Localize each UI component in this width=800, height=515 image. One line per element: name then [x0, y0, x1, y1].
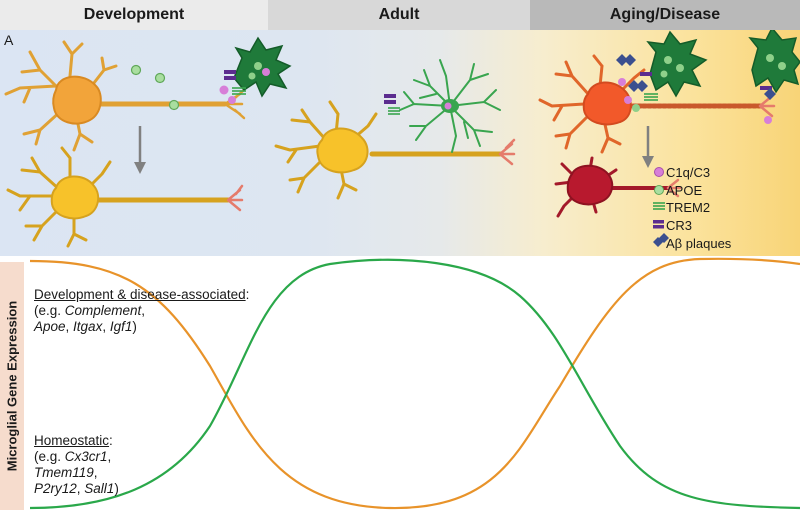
- development-neuron-bottom: [6, 146, 244, 248]
- aging-microglia-left: [624, 30, 708, 112]
- homeostatic-eg: (e.g.: [34, 449, 65, 464]
- legend-trem2: TREM2: [666, 200, 711, 215]
- trem2-receptor: [232, 87, 246, 95]
- legend-apoe: APOE: [666, 183, 703, 198]
- c1q-c3-dot: [219, 85, 229, 95]
- panel-a-illustration: [4, 30, 800, 248]
- development-disease-colon: :: [245, 287, 250, 302]
- stage-adult-header: Adult: [268, 0, 530, 30]
- homeostatic-series-name: Homeostatic: [34, 433, 110, 448]
- c1q-c3-dot: [624, 96, 632, 104]
- cr3-receptor: [224, 70, 236, 74]
- apoe-dot: [154, 72, 166, 84]
- development-neuron-top: [4, 40, 246, 152]
- trem2-receptor: [388, 107, 400, 115]
- abeta-plaque: [764, 88, 776, 100]
- development-arrow: [134, 126, 146, 174]
- apoe-dot: [632, 104, 640, 112]
- development-apoe-dots: [130, 64, 180, 111]
- adult-microglia: [384, 59, 501, 153]
- development-disease-eg: (e.g.: [34, 303, 65, 318]
- legend-symbols: [653, 167, 669, 247]
- aging-microglia-right: [748, 30, 800, 124]
- gene-cx3cr1: Cx3cr1: [64, 449, 108, 464]
- gene-complement: Complement: [64, 303, 142, 318]
- cr3-receptor: [640, 72, 652, 76]
- stage-aging-disease-header: Aging/Disease: [530, 0, 800, 30]
- legend-c1q-c3: C1q/C3: [666, 165, 711, 180]
- stage-development-title: Development: [83, 6, 185, 23]
- homeostatic-close: ): [114, 481, 119, 496]
- adult-neuron: [274, 100, 516, 200]
- panel-a-label: A: [4, 32, 14, 48]
- gene-apoe: Apoe: [34, 319, 66, 334]
- stage-aging-disease-title: Aging/Disease: [609, 6, 721, 23]
- abeta-plaques-legend-icon: [653, 233, 669, 247]
- homeostatic-curve: [29, 258, 800, 510]
- cr3-legend-icon: [653, 220, 664, 229]
- gene-itgax: Itgax: [73, 319, 103, 334]
- cr3-receptor: [384, 94, 396, 98]
- legend-abeta-plaques: Aβ plaques: [666, 236, 732, 251]
- legend-cr3: CR3: [666, 218, 693, 233]
- cr3-receptor: [384, 100, 396, 104]
- aging-arrow: [642, 126, 654, 168]
- cr3-receptor: [224, 76, 236, 80]
- aging-plaques: [616, 54, 636, 86]
- trem2-legend-icon: [653, 202, 665, 210]
- stage-development-header: Development: [0, 0, 269, 30]
- abeta-plaque: [628, 80, 648, 92]
- apoe-legend-icon: [654, 185, 664, 195]
- development-disease-legend: Development & disease-associated: (e.g. …: [34, 287, 250, 334]
- aging-neuron-top: [538, 54, 776, 154]
- c1q-c3-dot: [228, 96, 236, 104]
- trem2-receptor: [644, 93, 658, 101]
- homeostatic-legend: Homeostatic: (e.g. Cx3cr1, Tmem119, P2ry…: [34, 433, 119, 496]
- cr3-receptor: [760, 86, 772, 90]
- gene-p2ry12: P2ry12: [34, 481, 77, 496]
- development-disease-close: ): [132, 319, 137, 334]
- c1q-c3-legend-icon: [654, 167, 664, 177]
- gene-tmem119: Tmem119: [34, 465, 94, 480]
- expression-curves: [29, 257, 800, 510]
- stage-adult-title: Adult: [378, 6, 420, 23]
- c1q-c3-dot: [764, 116, 772, 124]
- development-disease-curve: [29, 257, 800, 510]
- apoe-dot: [130, 64, 142, 76]
- gene-sall1: Sall1: [84, 481, 115, 496]
- homeostatic-colon: :: [109, 433, 113, 448]
- development-disease-series-name: Development & disease-associated: [34, 287, 246, 302]
- y-axis-box: [0, 262, 24, 510]
- gene-igf1: Igf1: [109, 319, 133, 334]
- development-microglia: [219, 36, 292, 104]
- apoe-dot: [168, 99, 180, 111]
